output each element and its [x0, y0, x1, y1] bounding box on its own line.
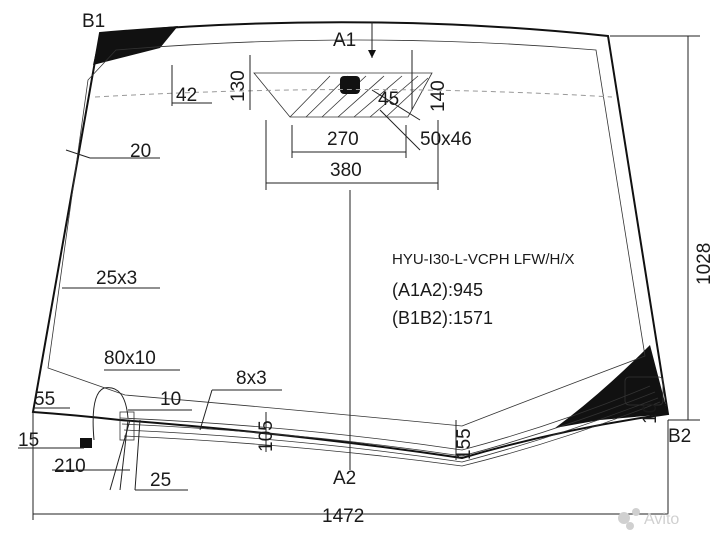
dim-1028: 1028: [694, 243, 715, 285]
dim-10-right: 10: [640, 403, 661, 424]
dim-10-left: 10: [160, 389, 181, 410]
connector-cable: [92, 387, 129, 441]
heating-wires: [119, 376, 664, 467]
distance-b1b2: (B1B2):1571: [392, 308, 493, 328]
sensor-pad: [340, 76, 360, 94]
dim-210: 210: [54, 456, 86, 477]
dim-45: 45: [378, 89, 399, 110]
dim-105: 105: [256, 420, 277, 452]
label-a2: A2: [333, 468, 356, 489]
dim-270: 270: [327, 129, 359, 150]
dim-380: 380: [330, 160, 362, 181]
inner-edge: [47, 39, 646, 427]
dim-130: 130: [228, 70, 249, 102]
part-code: HYU-I30-L-VCPH LFW/H/X: [392, 251, 575, 268]
label-a1: A1: [333, 30, 356, 51]
label-b1: B1: [82, 11, 105, 32]
dim-55: 55: [34, 389, 55, 410]
right-black-band: [555, 345, 668, 428]
dim-50x46: 50x46: [420, 129, 472, 150]
connector-plug-icon: [80, 438, 92, 448]
dim-80x10: 80x10: [104, 348, 156, 369]
avito-watermark: Avito: [618, 508, 679, 530]
dim-15: 15: [18, 430, 39, 451]
dim-8x3: 8x3: [236, 368, 267, 389]
mirror-hatch: [289, 75, 429, 118]
label-b2: B2: [668, 426, 691, 447]
distance-a1a2: (A1A2):945: [392, 280, 483, 300]
svg-text:Avito: Avito: [644, 511, 679, 528]
dim-20: 20: [130, 141, 151, 162]
top-left-black-band: [93, 26, 178, 65]
dim-140: 140: [428, 80, 449, 112]
dim-1472: 1472: [322, 506, 364, 527]
dim-155: 155: [454, 428, 475, 460]
dim-25: 25: [150, 470, 171, 491]
dim-25x3: 25x3: [96, 268, 137, 289]
reference-curve: [94, 89, 613, 98]
dim-42: 42: [176, 85, 197, 106]
mirror-frit: [253, 72, 433, 118]
